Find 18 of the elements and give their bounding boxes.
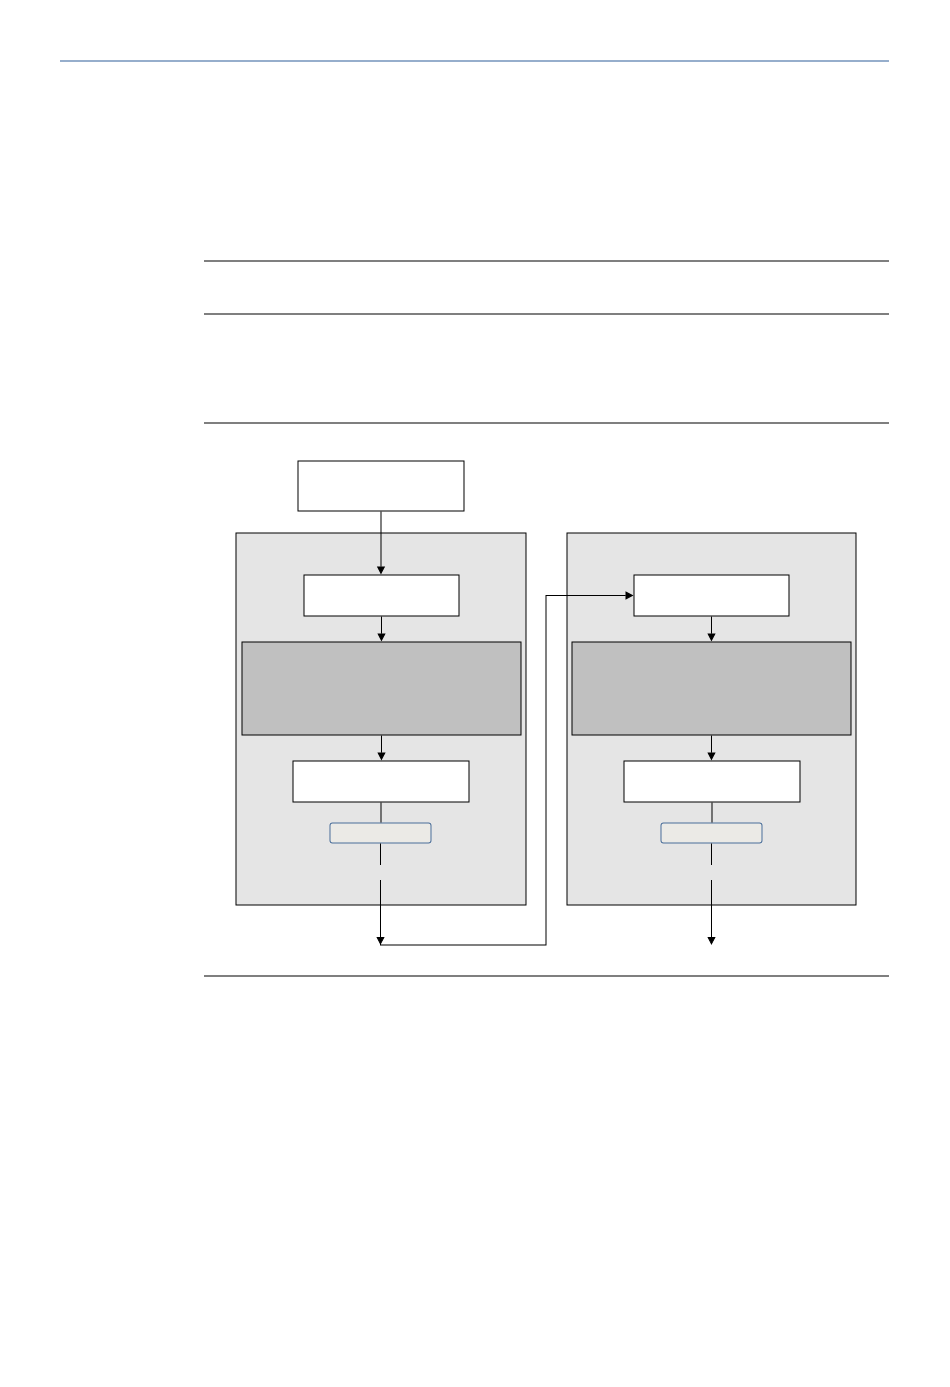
connector-line <box>711 802 713 823</box>
process-box <box>292 760 470 803</box>
process-box <box>633 574 790 617</box>
arrow <box>707 735 716 760</box>
arrow <box>377 616 386 641</box>
process-box <box>297 460 465 512</box>
arrow <box>377 735 386 760</box>
button <box>329 822 432 844</box>
connector-line <box>380 802 382 823</box>
arrow <box>707 843 716 945</box>
shaded-box <box>241 641 522 736</box>
arrow <box>707 616 716 641</box>
process-box <box>303 574 460 617</box>
process-box <box>623 760 801 803</box>
arrow <box>377 511 385 574</box>
button <box>660 822 763 844</box>
arrow <box>376 591 633 946</box>
shaded-box <box>571 641 852 736</box>
